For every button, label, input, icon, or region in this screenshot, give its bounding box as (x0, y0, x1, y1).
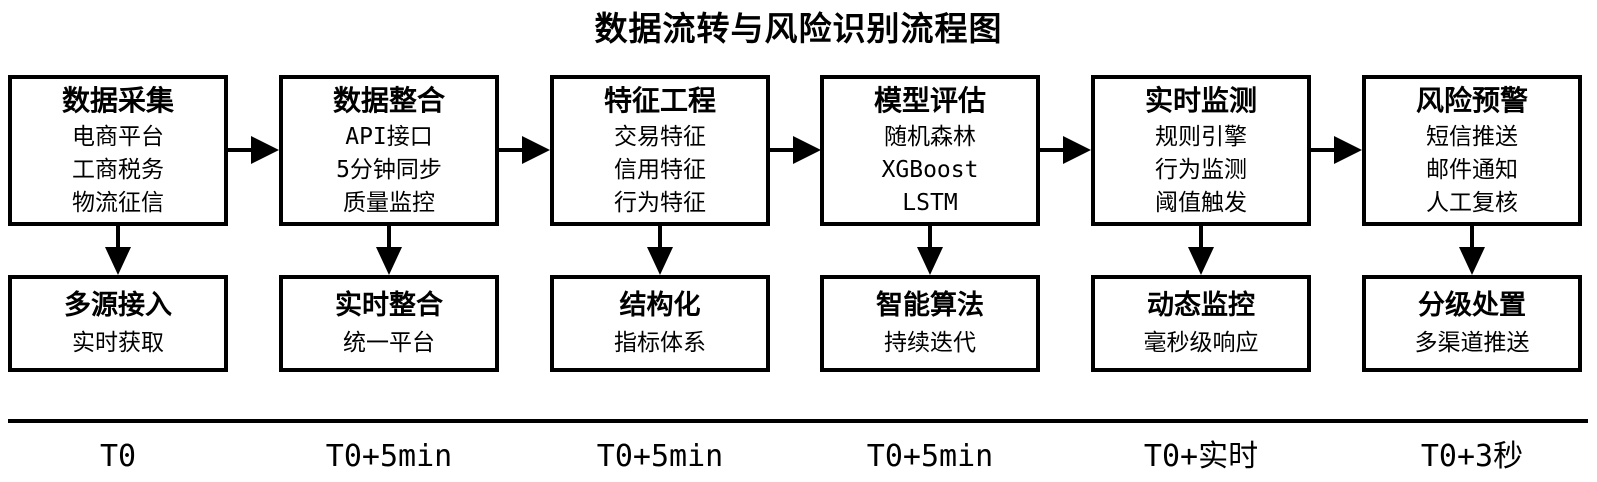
arrow-down-icon (647, 226, 673, 275)
stage-title: 模型评估 (873, 84, 986, 117)
timeline-label: T0+3秒 (1420, 439, 1524, 474)
stage-column-2: 数据整合 API接口 5分钟同步 质量监控 实时整合 统一平台 (279, 75, 499, 372)
stage-column-3: 特征工程 交易特征 信用特征 行为特征 结构化 指标体系 (550, 75, 770, 372)
stage-column-6: 风险预警 短信推送 邮件通知 人工复核 分级处置 多渠道推送 (1362, 75, 1582, 372)
page-title: 数据流转与风险识别流程图 (594, 9, 1003, 48)
stage-item: 信用特征 (614, 157, 706, 183)
arrow-right-icon (770, 136, 821, 164)
stage-item: 行为特征 (614, 190, 706, 216)
timeline-label: T0 (99, 439, 137, 474)
stage-column-1: 数据采集 电商平台 工商税务 物流征信 多源接入 实时获取 (8, 75, 228, 372)
stage-column-5: 实时监测 规则引擎 行为监测 阈值触发 动态监控 毫秒级响应 (1091, 75, 1311, 372)
substage-box-smart-algorithm: 智能算法 持续迭代 (820, 275, 1040, 372)
stage-item: 邮件通知 (1426, 157, 1518, 183)
stage-box-data-integration: 数据整合 API接口 5分钟同步 质量监控 (279, 75, 499, 226)
substage-item: 多渠道推送 (1414, 329, 1530, 356)
stage-item: LSTM (902, 190, 958, 216)
arrow-right-icon (1040, 136, 1091, 164)
stage-title: 特征工程 (603, 84, 716, 117)
stage-item: 短信推送 (1426, 124, 1518, 150)
substage-title: 智能算法 (876, 289, 984, 321)
substage-title: 结构化 (619, 289, 701, 321)
substage-title: 实时整合 (335, 289, 443, 321)
stage-item: 行为监测 (1155, 157, 1247, 183)
stage-item: 阈值触发 (1155, 190, 1247, 216)
substage-box-structured: 结构化 指标体系 (550, 275, 770, 372)
stage-item: 规则引擎 (1155, 124, 1247, 150)
stage-title: 实时监测 (1144, 84, 1257, 117)
arrow-down-icon (376, 226, 402, 275)
timeline-label: T0+5min (866, 439, 994, 474)
stage-item: 5分钟同步 (336, 157, 442, 183)
substage-box-realtime-integration: 实时整合 统一平台 (279, 275, 499, 372)
stage-title: 数据整合 (332, 84, 445, 117)
stage-item: 随机森林 (884, 124, 976, 150)
timeline-label: T0+实时 (1143, 439, 1259, 474)
stage-box-model-evaluation: 模型评估 随机森林 XGBoost LSTM (820, 75, 1040, 226)
substage-title: 多源接入 (64, 289, 172, 321)
substage-title: 分级处置 (1418, 289, 1526, 321)
substage-box-dynamic-monitoring: 动态监控 毫秒级响应 (1091, 275, 1311, 372)
stage-box-feature-engineering: 特征工程 交易特征 信用特征 行为特征 (550, 75, 770, 226)
stage-box-risk-warning: 风险预警 短信推送 邮件通知 人工复核 (1362, 75, 1582, 226)
arrow-right-icon (228, 136, 279, 164)
substage-title: 动态监控 (1147, 289, 1255, 321)
substage-box-graded-disposal: 分级处置 多渠道推送 (1362, 275, 1582, 372)
timeline-axis (8, 419, 1588, 423)
substage-item: 指标体系 (614, 329, 706, 356)
stage-box-realtime-monitoring: 实时监测 规则引擎 行为监测 阈值触发 (1091, 75, 1311, 226)
stage-column-4: 模型评估 随机森林 XGBoost LSTM 智能算法 持续迭代 (820, 75, 1040, 372)
stage-item: 物流征信 (72, 190, 164, 216)
stage-item: 人工复核 (1426, 190, 1518, 216)
substage-item: 毫秒级响应 (1143, 329, 1259, 356)
timeline-label: T0+5min (325, 439, 453, 474)
stage-title: 数据采集 (61, 84, 174, 117)
arrow-down-icon (105, 226, 131, 275)
timeline-label: T0+5min (596, 439, 724, 474)
stage-box-data-collection: 数据采集 电商平台 工商税务 物流征信 (8, 75, 228, 226)
stage-item: XGBoost (881, 157, 979, 183)
substage-box-multi-source: 多源接入 实时获取 (8, 275, 228, 372)
arrow-down-icon (917, 226, 943, 275)
arrow-right-icon (1311, 136, 1362, 164)
stage-title: 风险预警 (1415, 84, 1528, 117)
arrow-down-icon (1459, 226, 1485, 275)
stage-item: 质量监控 (343, 190, 435, 216)
stage-item: 工商税务 (72, 157, 164, 183)
stage-item: API接口 (345, 124, 433, 150)
substage-item: 持续迭代 (884, 329, 976, 356)
substage-item: 统一平台 (343, 329, 435, 356)
stage-item: 交易特征 (614, 124, 706, 150)
arrow-down-icon (1188, 226, 1214, 275)
stage-item: 电商平台 (72, 124, 164, 150)
substage-item: 实时获取 (72, 329, 164, 356)
arrow-right-icon (499, 136, 550, 164)
